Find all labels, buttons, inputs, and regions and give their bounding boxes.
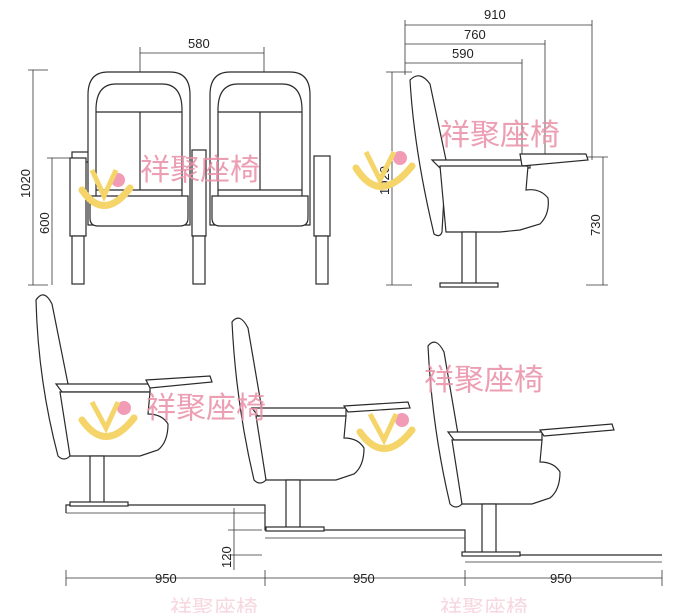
side-view: 910 760 590 1020 730 [377, 7, 608, 288]
row1-back [35, 294, 71, 460]
front-height-label: 1020 [18, 169, 33, 198]
row3-post [481, 503, 497, 556]
watermark-text-row3: 祥聚座椅 [424, 363, 544, 398]
front-view: 580 1020 600 [18, 36, 331, 286]
stepped-rows: 120 950 950 950 [35, 294, 663, 586]
row3-base [461, 551, 521, 557]
side-armrest-height-label: 730 [588, 214, 603, 236]
front-right-leg [315, 235, 329, 285]
front-right-seat [211, 195, 309, 227]
watermark-front: 祥聚座椅 [78, 153, 260, 209]
side-armrest-panel [439, 165, 549, 233]
row2-panel [255, 415, 365, 481]
side-depth-mid-label: 760 [464, 27, 486, 42]
watermark-row3: 祥聚座椅 [356, 363, 544, 452]
row-chair-2 [231, 317, 411, 532]
watermark-bottom-strip: 祥聚座椅 祥聚座椅 [170, 597, 528, 613]
row2-back [231, 317, 267, 484]
watermark-row1: 祥聚座椅 [78, 391, 266, 440]
row-pitch-2-label: 950 [353, 571, 375, 586]
step-height-label: 120 [219, 546, 234, 568]
front-left-seat [89, 195, 189, 227]
row1-base [69, 501, 129, 507]
front-left-leg [71, 235, 85, 285]
front-seat-height-label: 600 [37, 212, 52, 234]
row1-tablet [145, 375, 213, 389]
row2-seat [250, 407, 347, 417]
row-pitch-1-label: 950 [155, 571, 177, 586]
watermark-text-front: 祥聚座椅 [140, 153, 260, 188]
front-width-label: 580 [188, 36, 210, 51]
watermark-text-side: 祥聚座椅 [440, 118, 560, 153]
watermark-text-bottom-1: 祥聚座椅 [170, 597, 258, 613]
row1-seat [54, 383, 151, 393]
front-right-arm [313, 155, 331, 237]
row3-back [427, 341, 463, 508]
row3-panel [451, 439, 561, 505]
front-height-dimension: 1020 600 [18, 69, 70, 286]
watermark-text-bottom-2: 祥聚座椅 [440, 597, 528, 613]
side-depth-dimensions: 910 760 590 [404, 7, 593, 160]
row3-seat [446, 431, 543, 441]
front-width-dimension: 580 [139, 36, 265, 75]
front-left-back [87, 71, 191, 226]
row1-panel [59, 391, 169, 457]
row-chair-3 [427, 341, 615, 557]
watermark-text-row1: 祥聚座椅 [146, 391, 266, 426]
side-depth-seat-label: 590 [452, 46, 474, 61]
row1-post [89, 455, 105, 506]
side-depth-total-label: 910 [484, 7, 506, 22]
row2-post [285, 479, 301, 531]
front-center-leg [192, 235, 206, 285]
row-pitch-3-label: 950 [550, 571, 572, 586]
watermark-logo-icon [78, 400, 138, 440]
row-chair-1 [35, 294, 213, 507]
row2-tablet [342, 401, 411, 413]
row2-base [265, 526, 325, 532]
watermark-side: 祥聚座椅 [352, 118, 560, 190]
row3-tablet [538, 423, 615, 437]
row-pitch-dimensions: 950 950 950 [65, 570, 663, 586]
watermark-logo-icon [352, 150, 416, 190]
side-back [409, 75, 447, 237]
watermark-logo-icon [78, 168, 134, 209]
side-base [439, 282, 499, 288]
step-height-dimension: 120 [219, 508, 262, 570]
side-tablet [519, 153, 589, 167]
side-post [461, 231, 477, 285]
watermark-logo-icon [356, 412, 416, 452]
